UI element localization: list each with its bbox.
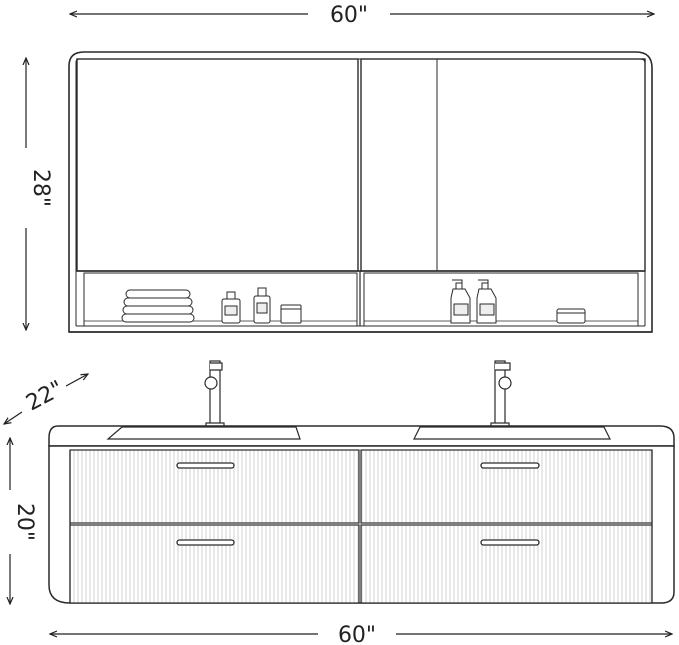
drawer-handle-top-left <box>176 462 235 469</box>
drawer-top-left <box>69 449 360 524</box>
mirror-cabinet <box>68 51 653 333</box>
drawer-handle-top-right <box>480 462 540 469</box>
vanity-height-dimension: 20" <box>10 438 37 604</box>
vanity-width-dimension: 60" <box>50 623 672 645</box>
faucet-left <box>204 360 225 428</box>
cabinet-door-right <box>360 58 646 272</box>
vanity-depth-label: 22" <box>22 376 67 416</box>
drawer-bottom-left <box>69 524 360 604</box>
drawer-handle-bottom-right <box>480 539 540 546</box>
cabinet-door-left <box>76 58 359 272</box>
open-shelf-right <box>363 272 639 327</box>
folded-towels <box>121 289 195 323</box>
drawer-top-right <box>360 449 653 524</box>
cabinet-width-label: 60" <box>330 3 368 28</box>
vanity-width-label: 60" <box>338 623 376 645</box>
cabinet-height-label: 28" <box>28 169 53 207</box>
cabinet-frame <box>68 51 653 333</box>
sink-basin-left <box>106 426 301 440</box>
toiletry-jar <box>280 304 302 324</box>
vanity-height-label: 20" <box>12 503 37 541</box>
drawer-handle-bottom-left <box>176 539 235 546</box>
drawer-bottom-right <box>360 524 653 604</box>
vanity <box>48 425 675 604</box>
cabinet-height-dimension: 28" <box>26 58 53 330</box>
soap-dish <box>556 308 586 324</box>
toiletry-bottle-1 <box>221 291 241 324</box>
faucet-right <box>490 360 512 428</box>
sink-basin-right <box>413 426 611 440</box>
cabinet-width-dimension: 60" <box>70 3 654 28</box>
pump-bottle-2 <box>476 279 497 324</box>
vanity-depth-dimension: 22" <box>4 374 88 424</box>
pump-bottle-1 <box>450 279 471 324</box>
toiletry-bottle-2 <box>253 287 271 324</box>
open-shelf-left <box>83 272 358 327</box>
